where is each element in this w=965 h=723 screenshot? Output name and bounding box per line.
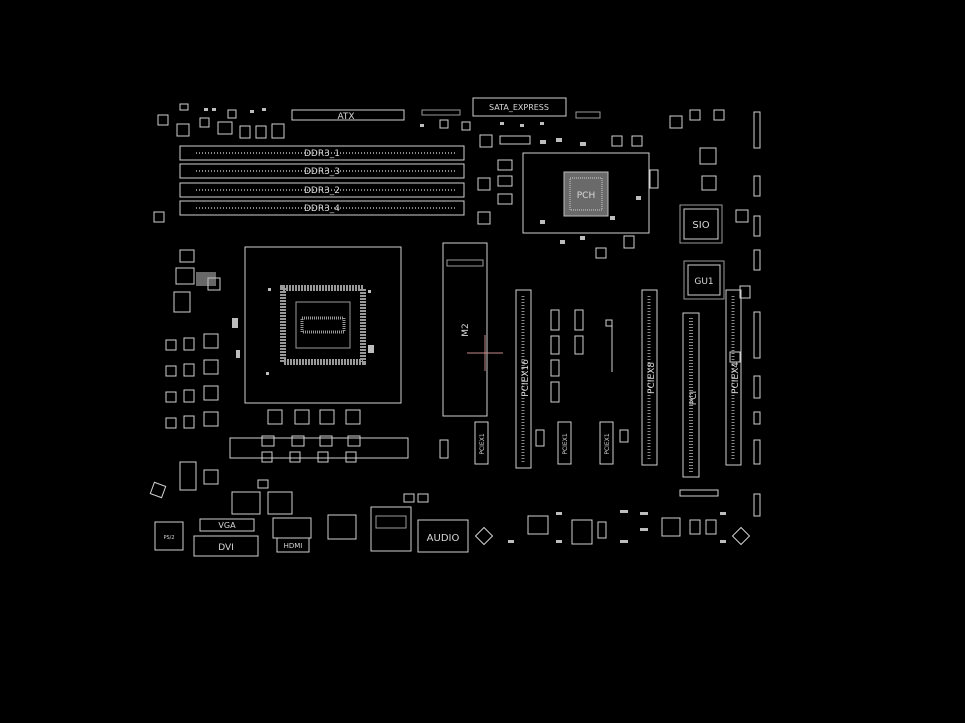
ddr3-slot-3[interactable]: DDR3_3 — [179, 163, 465, 179]
audio-label: AUDIO — [427, 533, 460, 544]
right-edge-components — [669, 109, 761, 517]
gu1-chip[interactable]: GU1 — [683, 260, 725, 300]
pciex8-slot[interactable]: PCIEX8 — [641, 289, 658, 466]
dvi-port[interactable]: DVI — [193, 535, 259, 557]
pciex16-slot[interactable]: PCIEX16 — [515, 289, 532, 469]
pci-slot[interactable]: PCI — [682, 312, 700, 478]
ddr3-slot-4[interactable]: DDR3_4 — [179, 200, 465, 216]
crosshair-cursor — [467, 335, 503, 371]
ddr3-slot-1[interactable]: DDR3_1 — [179, 145, 465, 161]
rear-io-components — [231, 479, 751, 546]
pciex1-a-label: PCIEX1 — [479, 433, 486, 454]
vga-port[interactable]: VGA — [199, 518, 255, 532]
pciex1-c-label: PCIEX1 — [604, 433, 611, 454]
ddr3-2-label: DDR3_2 — [304, 186, 340, 196]
pciex8-label: PCIEX8 — [647, 362, 657, 394]
pch-area-components — [477, 134, 659, 259]
usb-lan-block[interactable] — [327, 506, 412, 552]
ps2-label: PS/2 — [163, 535, 174, 541]
passive-components-top-left — [157, 103, 544, 139]
atx-label: ATX — [337, 112, 354, 122]
pciex16-label: PCIEX16 — [521, 359, 531, 397]
atx-connector[interactable]: ATX — [291, 109, 405, 122]
hdmi-port[interactable]: HDMI — [272, 517, 312, 553]
pciex1-b-label: PCIEX1 — [562, 433, 569, 454]
pciex4-slot[interactable]: PCIEX4 — [725, 289, 742, 466]
m2-label: M2 — [461, 323, 471, 337]
vrm-chokes-bottom — [229, 409, 409, 463]
gu1-label: GU1 — [694, 277, 713, 287]
ddr3-slot-2[interactable]: DDR3_2 — [179, 182, 465, 198]
sio-label: SIO — [692, 220, 709, 231]
pciex4-label: PCIEX4 — [731, 362, 741, 394]
pciex1-slot-b[interactable]: PCIEX1 — [557, 421, 572, 465]
dvi-label: DVI — [218, 543, 234, 553]
sio-chip[interactable]: SIO — [679, 204, 723, 244]
ddr3-3-label: DDR3_3 — [304, 167, 340, 177]
pci-label: PCI — [689, 391, 699, 405]
sata-express-connector[interactable]: SATA_EXPRESS — [472, 97, 567, 117]
pciex1-slot-c[interactable]: PCIEX1 — [599, 421, 614, 465]
cpu-socket[interactable] — [244, 246, 402, 404]
vrm-components-left — [149, 211, 240, 499]
pch-chip[interactable]: PCH — [522, 152, 650, 234]
pciex1-slot-a[interactable]: PCIEX1 — [474, 421, 489, 465]
ddr3-1-label: DDR3_1 — [304, 149, 340, 159]
header-pins — [575, 111, 601, 119]
pch-label: PCH — [577, 191, 595, 201]
audio-jacks[interactable]: AUDIO — [417, 519, 469, 553]
ddr3-4-label: DDR3_4 — [304, 204, 340, 214]
vga-label: VGA — [218, 521, 236, 530]
hdmi-label: HDMI — [284, 542, 303, 550]
slot-area-components — [439, 309, 629, 459]
sata-express-label: SATA_EXPRESS — [489, 103, 549, 112]
ps2-port[interactable]: PS/2 — [154, 521, 184, 551]
m2-slot[interactable]: M2 — [442, 242, 488, 417]
header-pins — [421, 109, 461, 116]
